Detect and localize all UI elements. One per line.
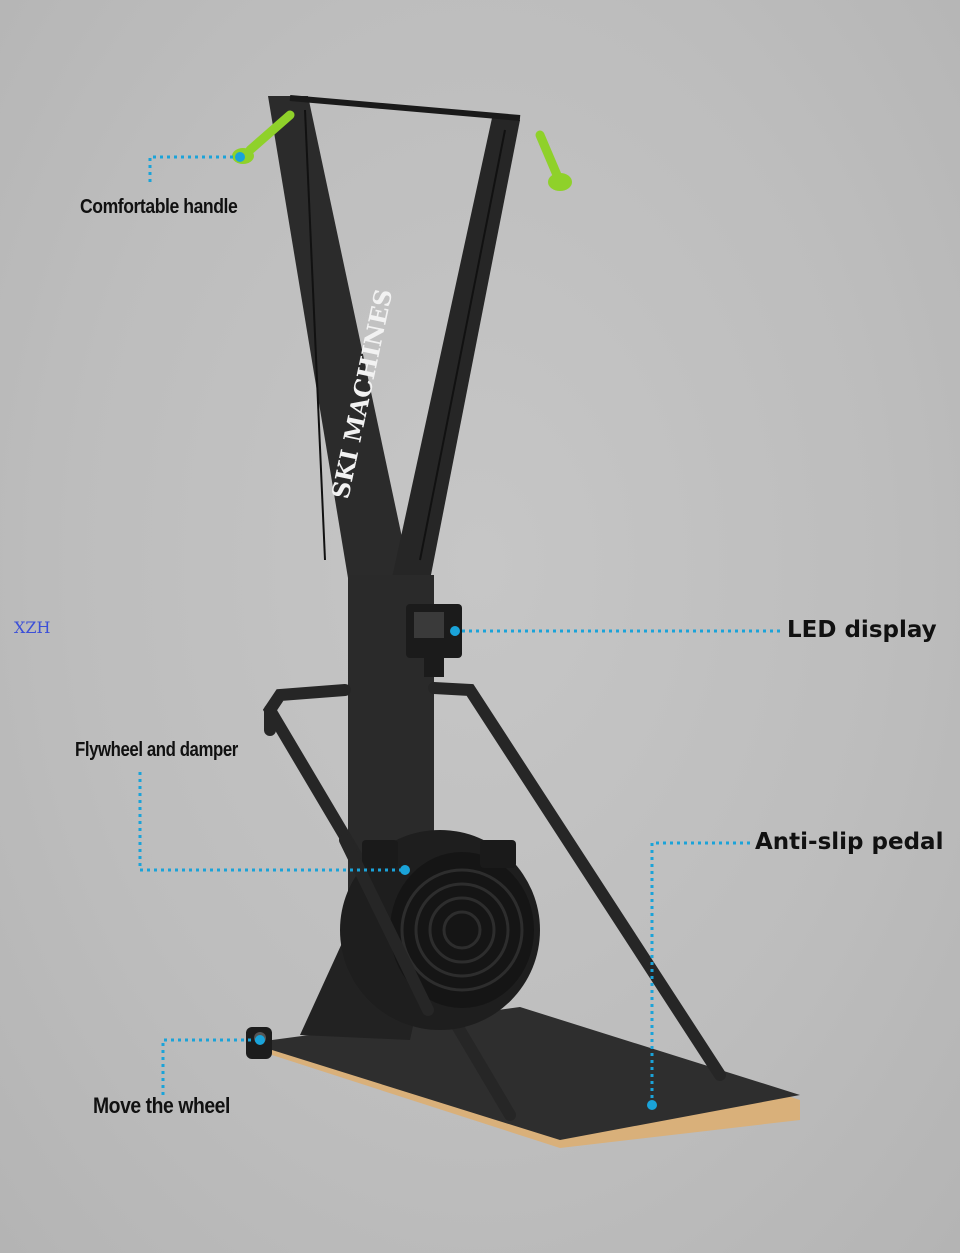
watermark: XZH [14, 618, 51, 637]
front-rail [339, 834, 434, 1016]
base-platform [272, 1007, 800, 1148]
callout-flywheel-label: Flywheel and damper [75, 739, 238, 761]
callout-lines [138, 155, 780, 1105]
callout-led-label: LED display [787, 617, 937, 643]
callout-dots [235, 152, 657, 1110]
callout-wheel-label: Move the wheel [93, 1093, 230, 1118]
callout-handle-label: Comfortable handle [80, 196, 238, 218]
handle-right-icon [535, 130, 572, 191]
callout-pedal-label: Anti-slip pedal [755, 829, 944, 855]
led-monitor [406, 604, 462, 677]
flywheel-housing [340, 830, 540, 1030]
